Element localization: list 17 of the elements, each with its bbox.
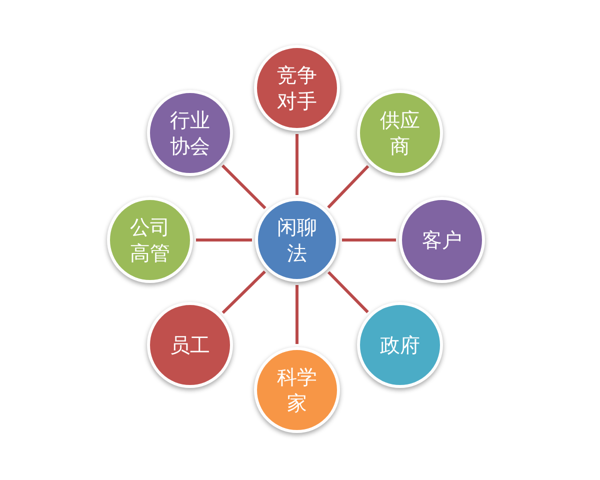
connector-line [196,238,252,242]
node-label: 供应商 [379,107,421,159]
connector-line [296,285,298,344]
connector-line [296,134,298,195]
connector-line [327,165,370,209]
node-label: 客户 [421,227,463,253]
node-label: 竞争对手 [276,62,318,114]
node-label: 员工 [169,332,211,358]
node-label: 行业协会 [169,107,211,159]
connector-line [327,271,369,314]
connector-line [221,164,266,210]
node-label: 科学家 [276,364,318,416]
node-label: 公司高管 [129,214,171,266]
node-label: 政府 [379,332,421,358]
connector-line [222,270,266,314]
node-label: 闲聊法 [276,214,318,266]
connector-line [342,238,396,242]
